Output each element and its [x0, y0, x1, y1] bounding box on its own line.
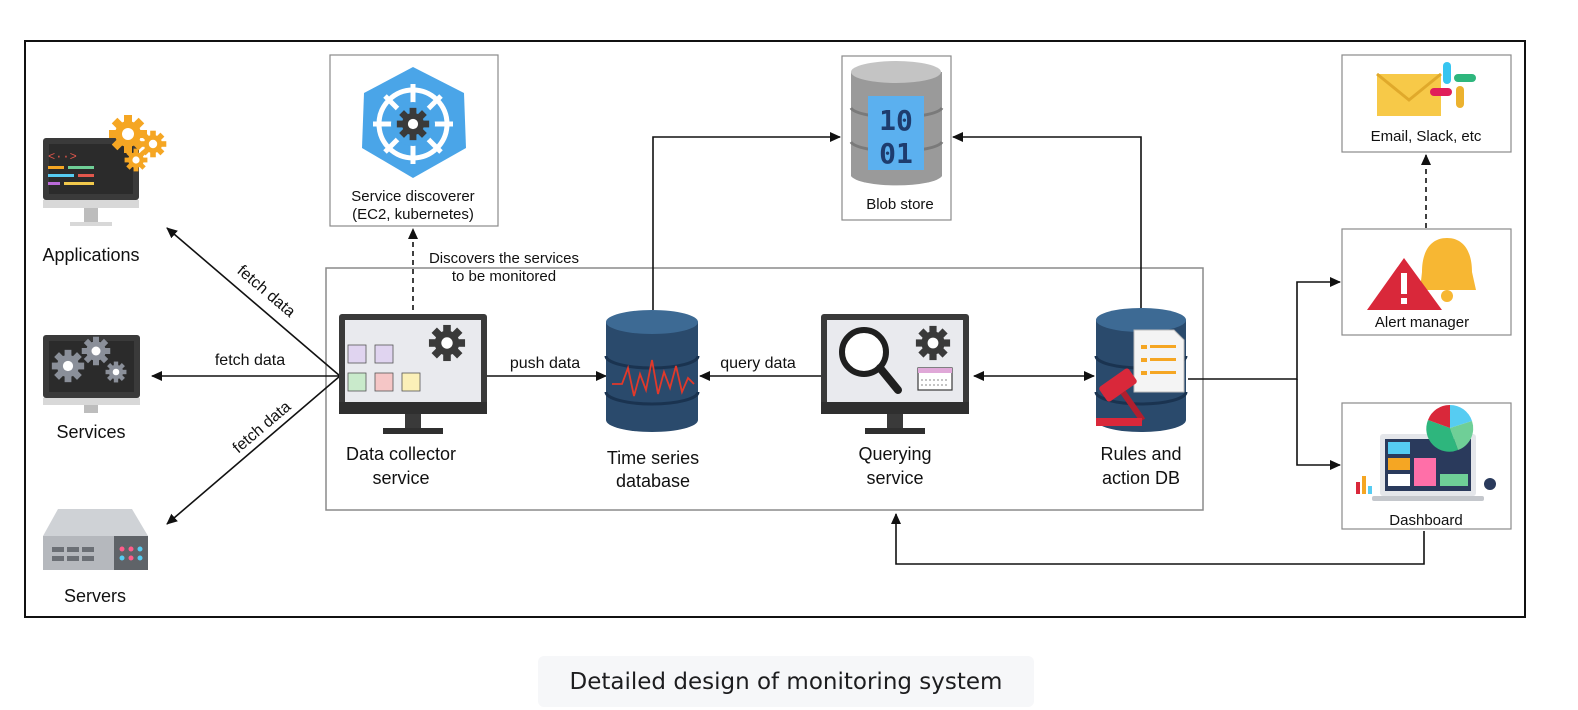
discovers-label-2: to be monitored [452, 268, 556, 285]
querying-label-1: Querying [858, 444, 931, 464]
fetch-servers-arrow [166, 375, 341, 525]
blob-store-label: Blob store [866, 196, 934, 213]
alert-manager-label: Alert manager [1375, 314, 1469, 331]
email-slack-icon [1376, 62, 1476, 116]
querying-service-icon [821, 314, 969, 434]
fetch-services-label: fetch data [215, 352, 285, 369]
dashboard-to-querying-arrow [891, 513, 1425, 565]
tsdb-to-blob-arrow [652, 132, 841, 310]
fetch-applications-arrow [166, 227, 341, 377]
dashboard-label: Dashboard [1389, 512, 1462, 529]
rules-to-blob-arrow [952, 132, 1142, 310]
rules-label-2: action DB [1102, 468, 1180, 488]
discovers-label-1: Discovers the services [429, 250, 579, 267]
query-data-label: query data [720, 355, 796, 372]
monitoring-system-diagram: <··> Applications Services Servers fetch… [24, 40, 1526, 618]
fetch-servers-label: fetch data [230, 398, 295, 457]
rules-to-alert-arrow [1188, 277, 1341, 380]
rules-label-1: Rules and [1100, 444, 1181, 464]
servers-label: Servers [64, 586, 126, 606]
service-discoverer-label-2: (EC2, kubernetes) [352, 206, 474, 223]
services-icon [43, 335, 140, 413]
svg-text:<··>: <··> [48, 150, 77, 164]
diagram-caption: Detailed design of monitoring system [569, 668, 1003, 695]
dashboard-icon [1356, 404, 1496, 501]
data-collector-icon [339, 314, 487, 434]
servers-icon [43, 509, 148, 570]
tsdb-label-1: Time series [607, 448, 699, 468]
blob-store-icon: 10 01 [849, 61, 944, 186]
kubernetes-icon [362, 67, 466, 178]
tsdb-label-2: database [616, 471, 690, 491]
blob-digits-2: 01 [879, 137, 913, 170]
outer-frame [24, 40, 1526, 618]
caption-box: Detailed design of monitoring system [538, 656, 1034, 707]
data-collector-label-1: Data collector [346, 444, 456, 464]
blob-digits-1: 10 [879, 104, 913, 137]
services-label: Services [56, 422, 125, 442]
querying-label-2: service [866, 468, 923, 488]
push-data-label: push data [510, 355, 580, 372]
data-collector-label-2: service [372, 468, 429, 488]
email-slack-label: Email, Slack, etc [1371, 128, 1482, 145]
rules-action-db-icon [1094, 308, 1188, 432]
rules-to-dashboard-arrow [1296, 379, 1341, 470]
service-discoverer-label-1: Service discoverer [351, 188, 474, 205]
applications-label: Applications [42, 245, 139, 265]
time-series-database-icon [604, 310, 700, 432]
applications-icon: <··> [43, 115, 167, 226]
alert-manager-icon [1367, 238, 1476, 310]
